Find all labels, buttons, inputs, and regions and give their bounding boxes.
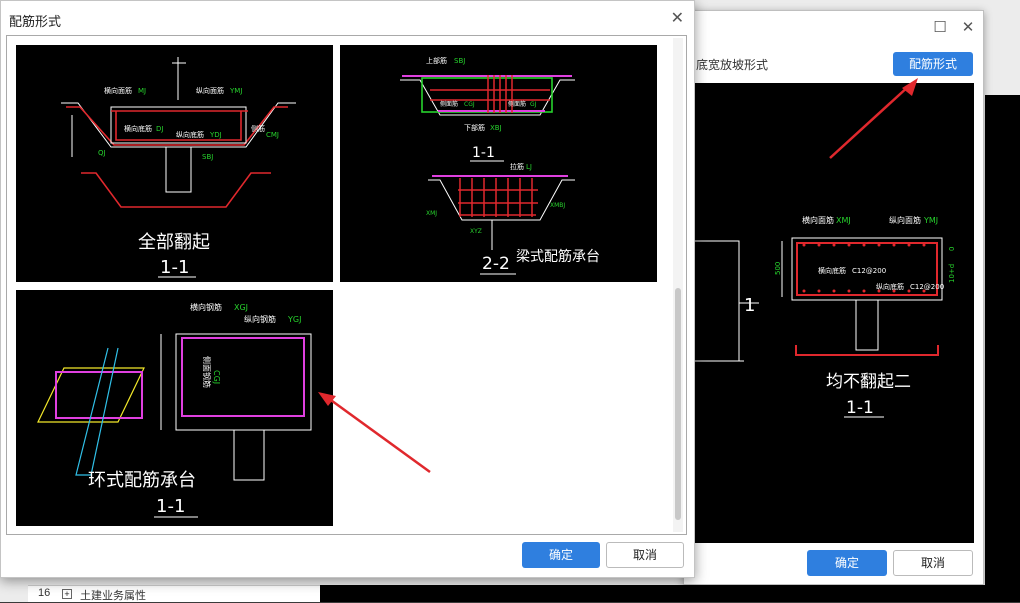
svg-text:LJ: LJ: [526, 163, 532, 171]
svg-text:横向钢筋: 横向钢筋: [190, 302, 222, 312]
svg-text:纵向钢筋: 纵向钢筋: [244, 314, 276, 324]
svg-text:下部筋: 下部筋: [464, 123, 485, 132]
svg-text:YGJ: YGJ: [287, 315, 301, 324]
svg-text:0: 0: [948, 247, 956, 251]
app-canvas-edge: [985, 95, 1020, 585]
reinforcement-form-dialog: 配筋形式 ✕ 横向面筋 MJ 纵向面筋 YMJ 横向底筋 DJ: [0, 0, 695, 578]
svg-text:侧筋: 侧筋: [251, 124, 265, 133]
options-panel: 横向面筋 MJ 纵向面筋 YMJ 横向底筋 DJ 纵向底筋 YDJ 侧筋 CMJ…: [6, 35, 687, 535]
svg-text:纵向底筋: 纵向底筋: [876, 282, 904, 291]
ok-button[interactable]: 确定: [522, 542, 600, 568]
svg-text:QJ: QJ: [98, 149, 106, 157]
form-subtitle: 底宽放坡形式: [696, 58, 769, 72]
svg-text:SBJ: SBJ: [202, 153, 213, 161]
svg-text:YDJ: YDJ: [209, 131, 222, 139]
svg-text:CMJ: CMJ: [266, 131, 279, 139]
svg-text:横向底筋: 横向底筋: [124, 124, 152, 133]
svg-text:DJ: DJ: [156, 125, 163, 133]
property-row[interactable]: 16 + 土建业务属性: [28, 585, 320, 602]
drawing-section: 1-1: [846, 398, 874, 418]
svg-text:CGJ: CGJ: [212, 370, 221, 384]
svg-text:侧面钢筋: 侧面钢筋: [202, 356, 212, 388]
svg-text:上部筋: 上部筋: [426, 56, 447, 65]
svg-text:C12@200: C12@200: [852, 267, 886, 275]
option-section: 1-1: [160, 257, 189, 278]
option-section: 1-1: [156, 496, 185, 517]
drawing-caption: 均不翻起二: [826, 372, 911, 392]
svg-text:拉筋: 拉筋: [510, 162, 524, 171]
svg-text:XMBJ: XMBJ: [550, 202, 565, 209]
svg-text:横向面筋: 横向面筋: [802, 215, 834, 225]
svg-text:XBJ: XBJ: [490, 124, 502, 132]
svg-text:C12@200: C12@200: [910, 283, 944, 291]
option-section: 2-2: [482, 254, 510, 274]
svg-text:纵向面筋: 纵向面筋: [889, 215, 921, 225]
app-canvas-bottom: [320, 585, 1020, 602]
svg-text:横向面筋: 横向面筋: [104, 86, 132, 95]
option-all-bent[interactable]: 横向面筋 MJ 纵向面筋 YMJ 横向底筋 DJ 纵向底筋 YDJ 侧筋 CMJ…: [16, 45, 333, 282]
svg-text:MJ: MJ: [138, 87, 146, 95]
option-ring-cap[interactable]: 横向钢筋 XGJ 纵向钢筋 YGJ 侧面钢筋 CGJ 环式配筋承台 1-1: [16, 290, 333, 526]
svg-text:纵向底筋: 纵向底筋: [176, 130, 204, 139]
reinforcement-form-button[interactable]: 配筋形式: [893, 52, 973, 76]
close-icon[interactable]: ✕: [961, 19, 975, 36]
maximize-icon[interactable]: ☐: [933, 19, 947, 36]
svg-text:XMJ: XMJ: [426, 210, 437, 217]
svg-text:YMJ: YMJ: [229, 87, 242, 95]
svg-text:GJ: GJ: [530, 101, 537, 108]
side-label: 1: [744, 295, 755, 316]
svg-text:SBJ: SBJ: [454, 57, 465, 65]
dialog-title: 配筋形式: [9, 14, 62, 29]
scrollbar-track[interactable]: [673, 38, 683, 532]
option-caption: 梁式配筋承台: [516, 248, 600, 265]
foundation-dialog: ☐ ✕ 底宽放坡形式 配筋形式 1 横向面筋 XMJ 纵向面筋 YMJ 横向底筋…: [683, 10, 984, 585]
expand-icon[interactable]: +: [62, 589, 72, 599]
option-caption: 环式配筋承台: [88, 470, 196, 491]
scrollbar-thumb[interactable]: [675, 288, 681, 520]
svg-text:XGJ: XGJ: [234, 303, 248, 312]
row-label: 土建业务属性: [80, 590, 146, 602]
svg-text:500: 500: [774, 262, 782, 275]
back-ok-button[interactable]: 确定: [807, 550, 887, 576]
close-icon[interactable]: ✕: [670, 10, 684, 27]
svg-text:XMJ: XMJ: [836, 216, 851, 225]
svg-text:纵向面筋: 纵向面筋: [196, 86, 224, 95]
svg-text:XYZ: XYZ: [470, 228, 482, 235]
preview-canvas: 1 横向面筋 XMJ 纵向面筋 YMJ 横向底筋 C12@200 纵向底筋 C1…: [684, 83, 974, 543]
svg-text:1-1: 1-1: [472, 145, 495, 161]
option-caption: 全部翻起: [138, 232, 210, 253]
svg-text:10+d: 10+d: [948, 264, 956, 283]
svg-text:横向底筋: 横向底筋: [818, 266, 846, 275]
cancel-button[interactable]: 取消: [606, 542, 684, 568]
svg-text:侧面筋: 侧面筋: [440, 100, 458, 108]
option-beam-cap[interactable]: 上部筋 SBJ 侧面筋 CGJ 侧面筋 GJ 下部筋 XBJ 1-1 拉筋 LJ…: [340, 45, 657, 282]
svg-text:YMJ: YMJ: [923, 216, 938, 225]
back-cancel-button[interactable]: 取消: [893, 550, 973, 576]
row-number: 16: [38, 587, 51, 599]
svg-text:CGJ: CGJ: [464, 101, 475, 108]
svg-text:侧面筋: 侧面筋: [508, 100, 526, 108]
